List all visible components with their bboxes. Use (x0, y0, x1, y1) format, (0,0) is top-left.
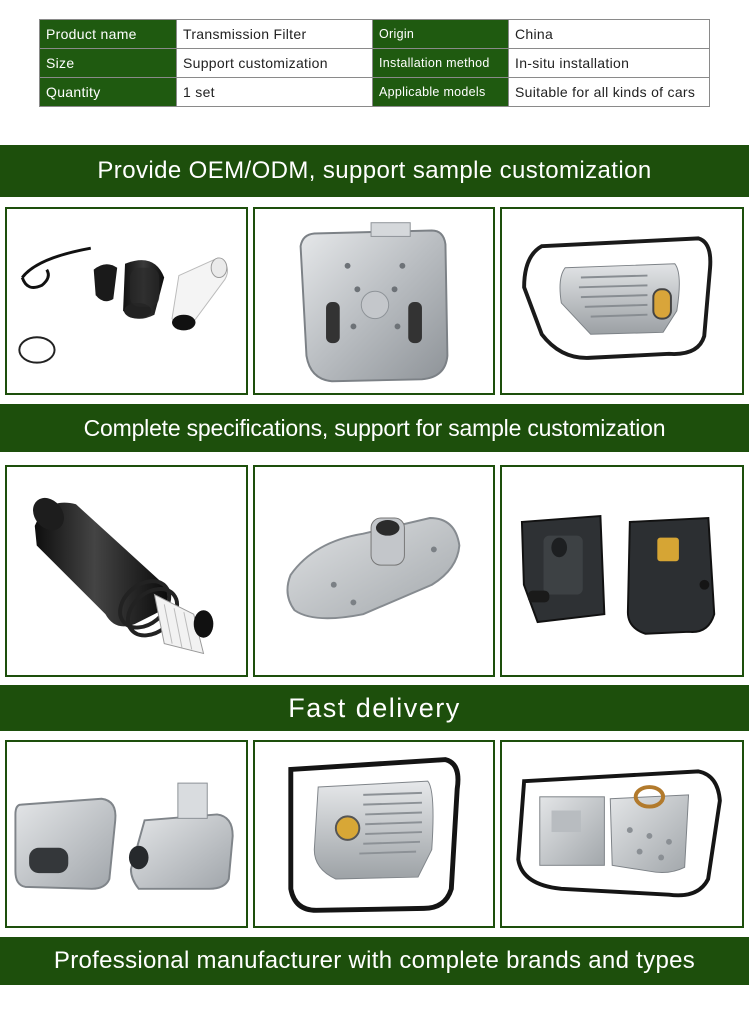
product-photo-filter-kit (5, 207, 248, 395)
spec-row: Product name Transmission Filter Origin … (39, 19, 710, 49)
spec-table: Product name Transmission Filter Origin … (39, 19, 710, 107)
spec-row: Quantity 1 set Applicable models Suitabl… (39, 77, 710, 107)
spec-label-quantity: Quantity (39, 77, 177, 107)
product-photo-plastic-filters (500, 465, 744, 677)
product-photo-flat-filter (253, 465, 495, 677)
spec-label-installation-method: Installation method (372, 48, 509, 78)
product-photo-black-cartridge (5, 465, 248, 677)
spec-value-installation-method: In-situ installation (508, 48, 710, 78)
spec-label-size: Size (39, 48, 177, 78)
product-photo-filter-with-gasket (500, 207, 744, 395)
spec-row: Size Support customization Installation … (39, 48, 710, 78)
product-photo-two-metal-filters (5, 740, 248, 928)
spec-label-applicable-models: Applicable models (372, 77, 509, 107)
product-photo-filter-kit-gasket (500, 740, 744, 928)
banner-complete-specifications: Complete specifications, support for sam… (0, 404, 749, 452)
spec-value-origin: China (508, 19, 710, 49)
banner-professional-manufacturer: Professional manufacturer with complete … (0, 937, 749, 985)
spec-value-quantity: 1 set (176, 77, 373, 107)
spec-label-product-name: Product name (39, 19, 177, 49)
product-photo-filter-gasket-yellow (253, 740, 495, 928)
spec-value-applicable-models: Suitable for all kinds of cars (508, 77, 710, 107)
spec-value-product-name: Transmission Filter (176, 19, 373, 49)
spec-label-origin: Origin (372, 19, 509, 49)
banner-fast-delivery: Fast delivery (0, 685, 749, 731)
spec-value-size: Support customization (176, 48, 373, 78)
product-photo-metal-filter (253, 207, 495, 395)
banner-oem-odm: Provide OEM/ODM, support sample customiz… (0, 145, 749, 197)
